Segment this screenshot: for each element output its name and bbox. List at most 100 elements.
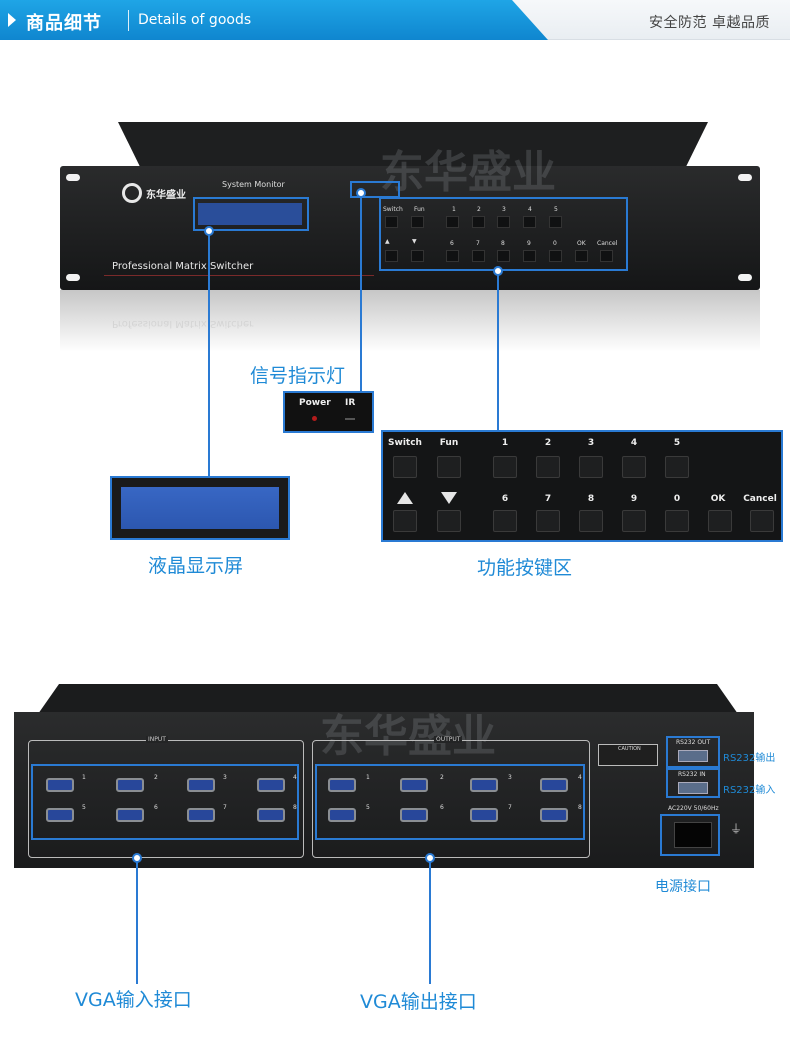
front-key[interactable] xyxy=(497,250,510,262)
callout-dot xyxy=(493,266,503,276)
key-3-button[interactable] xyxy=(579,456,603,478)
brand-logo-icon xyxy=(122,183,142,203)
vga-input-port[interactable] xyxy=(257,808,285,822)
front-key[interactable] xyxy=(549,216,562,228)
front-key[interactable] xyxy=(385,216,398,228)
port-number: 8 xyxy=(293,804,297,811)
lcd-screen-label: 液晶显示屏 xyxy=(148,555,244,577)
vga-output-label: VGA输出接口 xyxy=(360,991,477,1013)
key-label-cancel: Cancel xyxy=(743,494,777,504)
vga-input-port[interactable] xyxy=(187,808,215,822)
signal-indicator-box xyxy=(283,391,374,433)
power-socket[interactable] xyxy=(674,822,712,848)
front-key[interactable] xyxy=(523,250,536,262)
key-6-button[interactable] xyxy=(493,510,517,532)
arrow-down-icon xyxy=(441,492,457,504)
up-button[interactable] xyxy=(393,510,417,532)
front-key[interactable] xyxy=(600,250,613,262)
vga-input-port[interactable] xyxy=(257,778,285,792)
vga-output-port[interactable] xyxy=(400,808,428,822)
down-button[interactable] xyxy=(437,510,461,532)
front-key-label: 1 xyxy=(452,206,456,213)
cancel-button[interactable] xyxy=(750,510,774,532)
rs232-out-port[interactable] xyxy=(678,750,708,762)
callout-dot xyxy=(356,188,366,198)
header-slogan: 安全防范 卓越品质 xyxy=(649,15,770,31)
port-number: 2 xyxy=(440,774,444,781)
rack-hole xyxy=(738,274,752,281)
front-key[interactable] xyxy=(472,250,485,262)
rs232-out-label: RS232 OUT xyxy=(676,739,711,746)
front-key-label: Fun xyxy=(414,206,425,213)
rack-hole xyxy=(66,274,80,281)
ok-button[interactable] xyxy=(708,510,732,532)
keypad-zoom-box xyxy=(381,430,783,542)
port-number: 4 xyxy=(293,774,297,781)
vga-output-port[interactable] xyxy=(400,778,428,792)
power-led-icon xyxy=(312,416,317,421)
front-key[interactable] xyxy=(411,250,424,262)
page-header: 商品细节 Details of goods 安全防范 卓越品质 xyxy=(0,0,790,40)
front-key-label: 5 xyxy=(554,206,558,213)
front-key-label: ▼ xyxy=(412,238,417,245)
vga-output-port[interactable] xyxy=(540,778,568,792)
port-number: 3 xyxy=(223,774,227,781)
port-number: 1 xyxy=(82,774,86,781)
rs232-in-port[interactable] xyxy=(678,782,708,794)
port-number: 5 xyxy=(366,804,370,811)
system-monitor-label: System Monitor xyxy=(222,180,285,189)
signal-indicator-label: 信号指示灯 xyxy=(250,365,346,387)
switch-button[interactable] xyxy=(393,456,417,478)
key-1-button[interactable] xyxy=(493,456,517,478)
header-banner xyxy=(0,0,548,40)
caution-sticker xyxy=(598,744,658,766)
key-9-button[interactable] xyxy=(622,510,646,532)
key-4-button[interactable] xyxy=(622,456,646,478)
front-key[interactable] xyxy=(497,216,510,228)
front-key[interactable] xyxy=(385,250,398,262)
vga-output-port[interactable] xyxy=(540,808,568,822)
rs232-output-label: RS232输出 xyxy=(723,753,776,764)
key-2-button[interactable] xyxy=(536,456,560,478)
key-5-button[interactable] xyxy=(665,456,689,478)
rack-hole xyxy=(738,174,752,181)
indicator-highlight-box xyxy=(350,181,400,198)
key-0-button[interactable] xyxy=(665,510,689,532)
front-key[interactable] xyxy=(446,216,459,228)
vga-output-port[interactable] xyxy=(328,808,356,822)
vga-input-port[interactable] xyxy=(46,778,74,792)
lcd-highlight-box xyxy=(193,197,309,231)
front-key[interactable] xyxy=(472,216,485,228)
vga-output-port[interactable] xyxy=(470,808,498,822)
power-port-label: 电源接口 xyxy=(655,879,711,895)
front-key-label: 8 xyxy=(501,240,505,247)
power-port-box xyxy=(660,814,720,856)
key-label-switch: Switch xyxy=(388,438,422,448)
fun-button[interactable] xyxy=(437,456,461,478)
front-key-label: 4 xyxy=(528,206,532,213)
front-key[interactable] xyxy=(411,216,424,228)
vga-output-port[interactable] xyxy=(328,778,356,792)
model-label-reflection: Professional Matrix Switcher xyxy=(112,318,254,329)
vga-input-port[interactable] xyxy=(46,808,74,822)
vga-input-port[interactable] xyxy=(187,778,215,792)
model-label: Professional Matrix Switcher xyxy=(112,261,254,272)
rs232-out-box xyxy=(666,736,720,768)
vga-input-port[interactable] xyxy=(116,808,144,822)
key-7-button[interactable] xyxy=(536,510,560,532)
key-label-8: 8 xyxy=(587,494,595,504)
keypad-highlight-box xyxy=(379,197,628,271)
vga-output-port[interactable] xyxy=(470,778,498,792)
output-group-label: OUTPUT xyxy=(434,736,463,743)
lcd-zoom-box xyxy=(110,476,290,540)
arrow-up-icon xyxy=(397,492,413,504)
front-key[interactable] xyxy=(523,216,536,228)
key-label-fun: Fun xyxy=(439,438,459,448)
front-key[interactable] xyxy=(446,250,459,262)
key-8-button[interactable] xyxy=(579,510,603,532)
rs232-input-label: RS232输入 xyxy=(723,785,776,796)
front-key[interactable] xyxy=(575,250,588,262)
vga-input-port[interactable] xyxy=(116,778,144,792)
front-key[interactable] xyxy=(549,250,562,262)
rs232-in-label: RS232 IN xyxy=(678,771,706,778)
